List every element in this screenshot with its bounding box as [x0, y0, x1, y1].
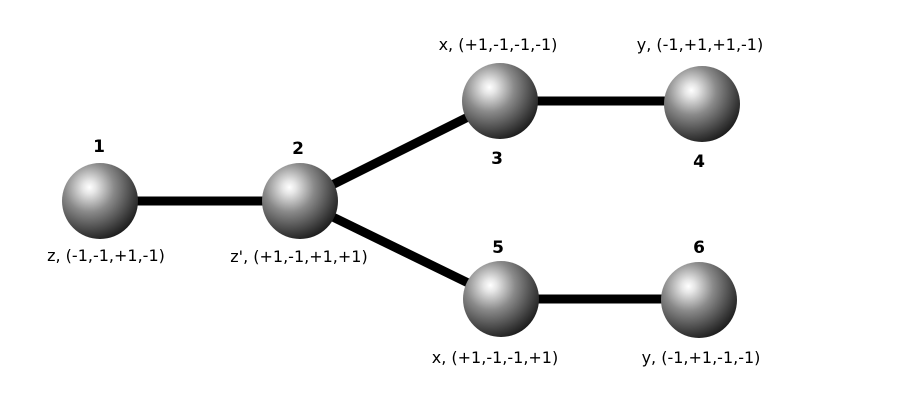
node-number-6: 6 — [693, 238, 705, 258]
node-number-3: 3 — [491, 149, 503, 169]
node-labels: z, (-1,-1,+1,-1) z', (+1,-1,+1,+1) x, (+… — [47, 35, 763, 367]
node-label-1: z, (-1,-1,+1,-1) — [47, 246, 165, 265]
node-number-5: 5 — [492, 238, 504, 258]
spheres-group — [62, 63, 740, 338]
node-label-3: x, (+1,-1,-1,-1) — [439, 35, 558, 54]
node-number-4: 4 — [693, 152, 705, 172]
edges-group — [100, 96, 702, 304]
atom-sphere-2 — [262, 163, 338, 239]
node-label-6: y, (-1,+1,-1,-1) — [642, 348, 761, 367]
node-label-2: z', (+1,-1,+1,+1) — [230, 247, 367, 266]
atom-sphere-3 — [462, 63, 538, 139]
node-number-2: 2 — [292, 139, 304, 159]
atom-sphere-4 — [664, 66, 740, 142]
node-numbers: 1 2 3 4 5 6 — [93, 137, 705, 258]
node-label-5: x, (+1,-1,-1,+1) — [432, 348, 558, 367]
node-label-4: y, (-1,+1,+1,-1) — [637, 35, 763, 54]
atom-sphere-6 — [661, 262, 737, 338]
atom-sphere-1 — [62, 163, 138, 239]
atom-sphere-5 — [463, 261, 539, 337]
node-number-1: 1 — [93, 137, 105, 157]
